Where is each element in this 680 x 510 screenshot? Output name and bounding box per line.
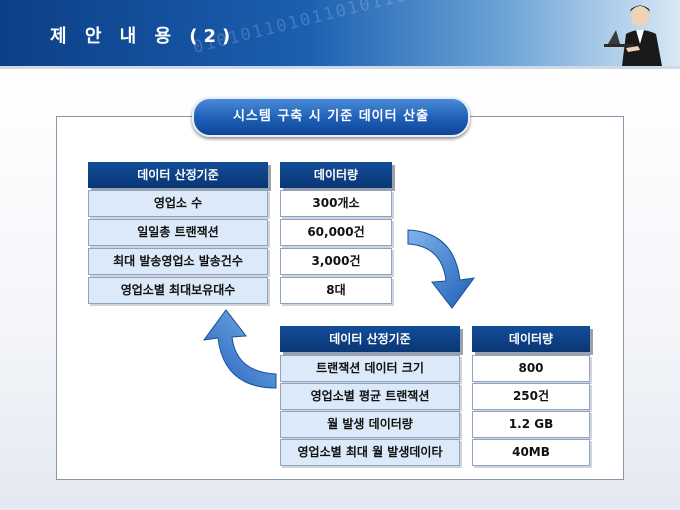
table1-row1-value: 300개소 bbox=[280, 190, 392, 217]
table2-header-label: 데이터 산정기준 bbox=[280, 326, 460, 352]
table1-header-value: 데이터량 bbox=[280, 162, 392, 188]
header-divider bbox=[0, 66, 680, 69]
table1-row4-label: 영업소별 최대보유대수 bbox=[88, 277, 268, 304]
table2-row2-label: 영업소별 평균 트랜잭션 bbox=[280, 383, 460, 410]
header-banner: 0101011010110101101 제 안 내 용 (2) bbox=[0, 0, 680, 66]
table2-header-value: 데이터량 bbox=[472, 326, 590, 352]
table1-row1-label: 영업소 수 bbox=[88, 190, 268, 217]
table1-row3-label: 최대 발송영업소 발송건수 bbox=[88, 248, 268, 275]
table1-header-label: 데이터 산정기준 bbox=[88, 162, 268, 188]
section-title-banner: 시스템 구축 시 기준 데이터 산출 bbox=[192, 97, 470, 137]
table2-row3-label: 월 발생 데이터량 bbox=[280, 411, 460, 438]
table2-row1-label: 트랜잭션 데이터 크기 bbox=[280, 355, 460, 382]
page-title: 제 안 내 용 (2) bbox=[50, 26, 237, 47]
table1-row2-value: 60,000건 bbox=[280, 219, 392, 246]
curved-arrow-up-icon bbox=[202, 309, 277, 389]
person-with-laptop-icon bbox=[604, 5, 662, 66]
table2-row3-value: 1.2 GB bbox=[472, 411, 590, 438]
table2-row4-value: 40MB bbox=[472, 439, 590, 466]
table2-row2-value: 250건 bbox=[472, 383, 590, 410]
table1-row4-value: 8대 bbox=[280, 277, 392, 304]
table2-row4-label: 영업소별 최대 월 발생데이타 bbox=[280, 439, 460, 466]
table2-row1-value: 800 bbox=[472, 355, 590, 382]
table1-row2-label: 일일총 트랜잭션 bbox=[88, 219, 268, 246]
table1-row3-value: 3,000건 bbox=[280, 248, 392, 275]
curved-arrow-down-icon bbox=[407, 229, 476, 309]
